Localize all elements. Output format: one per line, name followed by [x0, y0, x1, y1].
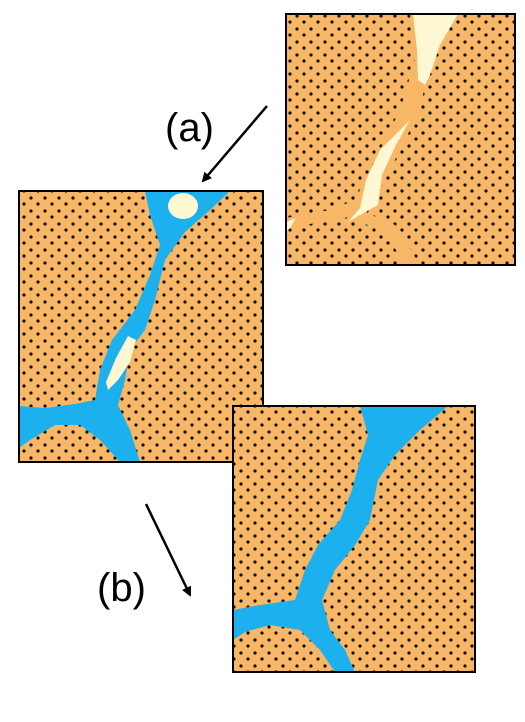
- panel-top-right-frame: [285, 13, 516, 266]
- air-pore: [168, 193, 198, 219]
- label-a: (a): [165, 106, 214, 150]
- grain-boundary: [355, 210, 420, 265]
- panel-bottom-right: [233, 406, 475, 672]
- air-pore: [286, 218, 296, 232]
- label-b: (b): [97, 566, 146, 610]
- air-pore: [413, 14, 458, 85]
- panel-top-right: [286, 14, 515, 265]
- panel-middle-left-frame: [18, 190, 264, 463]
- panel-middle-left: [19, 191, 263, 462]
- panel-bottom-right-frame: [232, 405, 476, 673]
- water-channel: [19, 191, 230, 462]
- air-pore: [106, 336, 136, 390]
- arrow-b: [144, 503, 192, 597]
- air-pore: [348, 120, 410, 222]
- arrow-a: [201, 105, 268, 183]
- water-channel: [233, 406, 448, 672]
